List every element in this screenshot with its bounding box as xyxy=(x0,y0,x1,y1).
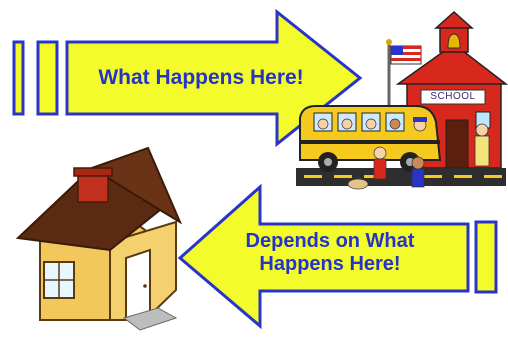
top-arrow-bar-2 xyxy=(38,42,57,114)
flag-icon xyxy=(391,46,421,64)
bottom-arrow-label: Depends on What Happens Here! xyxy=(205,230,455,276)
school-sign-text: SCHOOL xyxy=(421,90,485,104)
house-icon xyxy=(18,148,180,330)
bottom-arrow-bar-1 xyxy=(476,222,496,292)
bell-icon xyxy=(448,34,460,48)
chimney-icon xyxy=(74,168,112,202)
top-arrow-label: What Happens Here! xyxy=(76,66,326,90)
top-arrow-bar-1 xyxy=(14,42,23,114)
